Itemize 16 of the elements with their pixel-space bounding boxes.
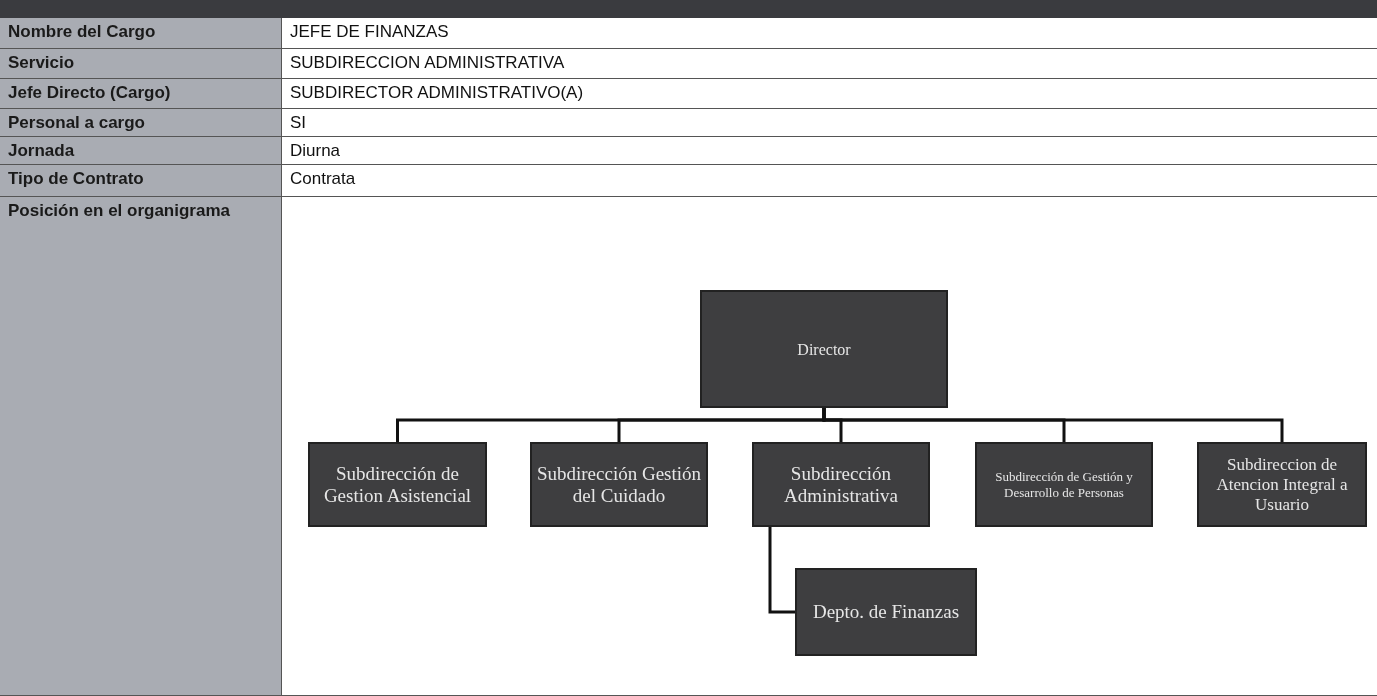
connector-line xyxy=(768,527,795,614)
field-label: Posición en el organigrama xyxy=(0,197,282,696)
org-box: Subdirección Administrativa xyxy=(752,442,930,527)
field-label: Servicio xyxy=(0,49,282,79)
org-box: Subdireccion de Atencion Integral a Usuario xyxy=(1197,442,1367,527)
field-label: Jornada xyxy=(0,137,282,165)
field-label: Jefe Directo (Cargo) xyxy=(0,79,282,109)
field-label: Personal a cargo xyxy=(0,109,282,137)
org-box: Subdirección de Gestión y Desarrollo de Personas xyxy=(975,442,1153,527)
connector-line xyxy=(822,408,1284,442)
field-label: Tipo de Contrato xyxy=(0,165,282,197)
field-label: Nombre del Cargo xyxy=(0,18,282,49)
org-box: Subdirección Gestión del Cuidado xyxy=(530,442,708,527)
org-box: Director xyxy=(700,290,948,408)
org-box: Depto. de Finanzas xyxy=(795,568,977,656)
org-box: Subdirección de Gestion Asistencial xyxy=(308,442,487,527)
